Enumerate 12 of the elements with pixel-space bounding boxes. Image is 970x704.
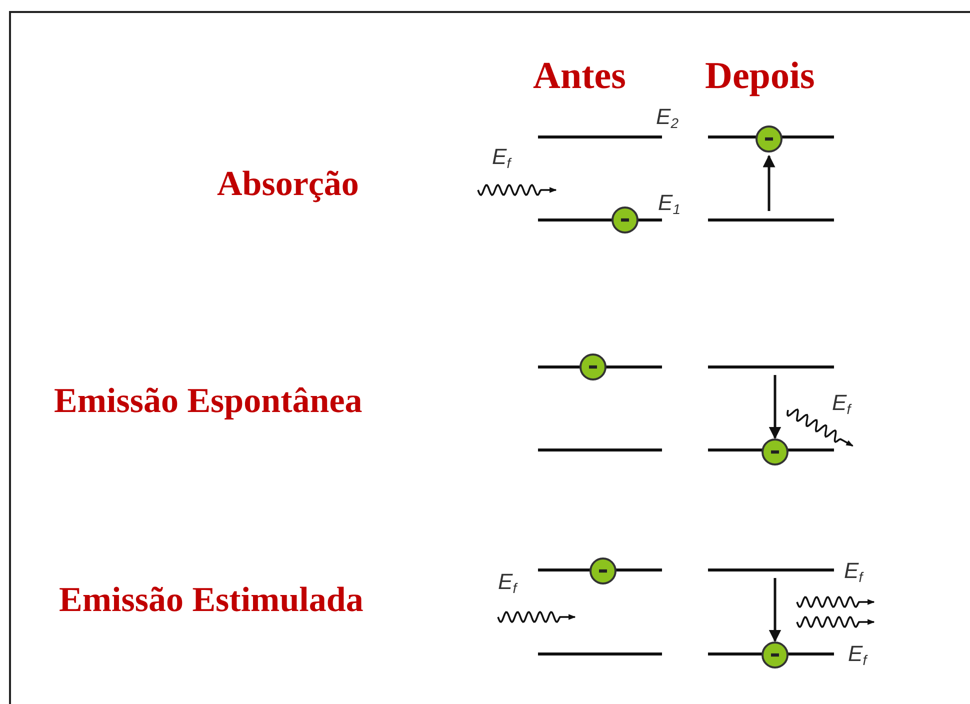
process-label: Emissão Estimulada — [59, 582, 364, 617]
energy-label: E$_{1}$ — [658, 192, 680, 216]
energy-label: E$_{f}$ — [498, 571, 517, 595]
energy-label: E$_{f}$ — [844, 560, 863, 584]
column-heading: Antes — [533, 57, 626, 95]
energy-label: E$_{f}$ — [492, 146, 511, 170]
energy-label: E$_{f}$ — [832, 392, 851, 416]
process-label: Absorção — [217, 166, 359, 201]
energy-label: E$_{f}$ — [848, 643, 867, 667]
energy-label: E$_{2}$ — [656, 106, 678, 130]
column-heading: Depois — [705, 57, 815, 95]
process-label: Emissão Espontânea — [54, 383, 362, 418]
